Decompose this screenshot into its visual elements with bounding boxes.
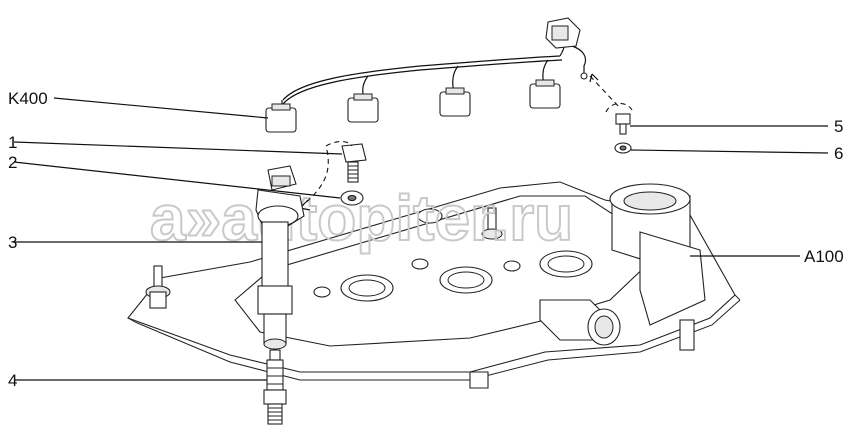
coil-bolt xyxy=(341,143,367,183)
watermark-text: a»autopiter.ru xyxy=(150,182,573,254)
coil-washer xyxy=(340,190,364,206)
spark-plug xyxy=(263,349,287,425)
ignition-harness xyxy=(265,17,588,133)
label-5: 5 xyxy=(834,117,843,136)
label-4: 4 xyxy=(8,371,17,390)
label-3: 3 xyxy=(8,233,17,252)
label-6: 6 xyxy=(834,144,843,163)
ground-bolt-assembly xyxy=(589,73,633,154)
label-2: 2 xyxy=(8,153,17,172)
label-k400: K400 xyxy=(8,89,48,108)
label-a100: A100 xyxy=(804,247,844,266)
leader-lines xyxy=(13,97,829,381)
label-1: 1 xyxy=(8,133,17,152)
ignition-coil xyxy=(255,165,305,350)
